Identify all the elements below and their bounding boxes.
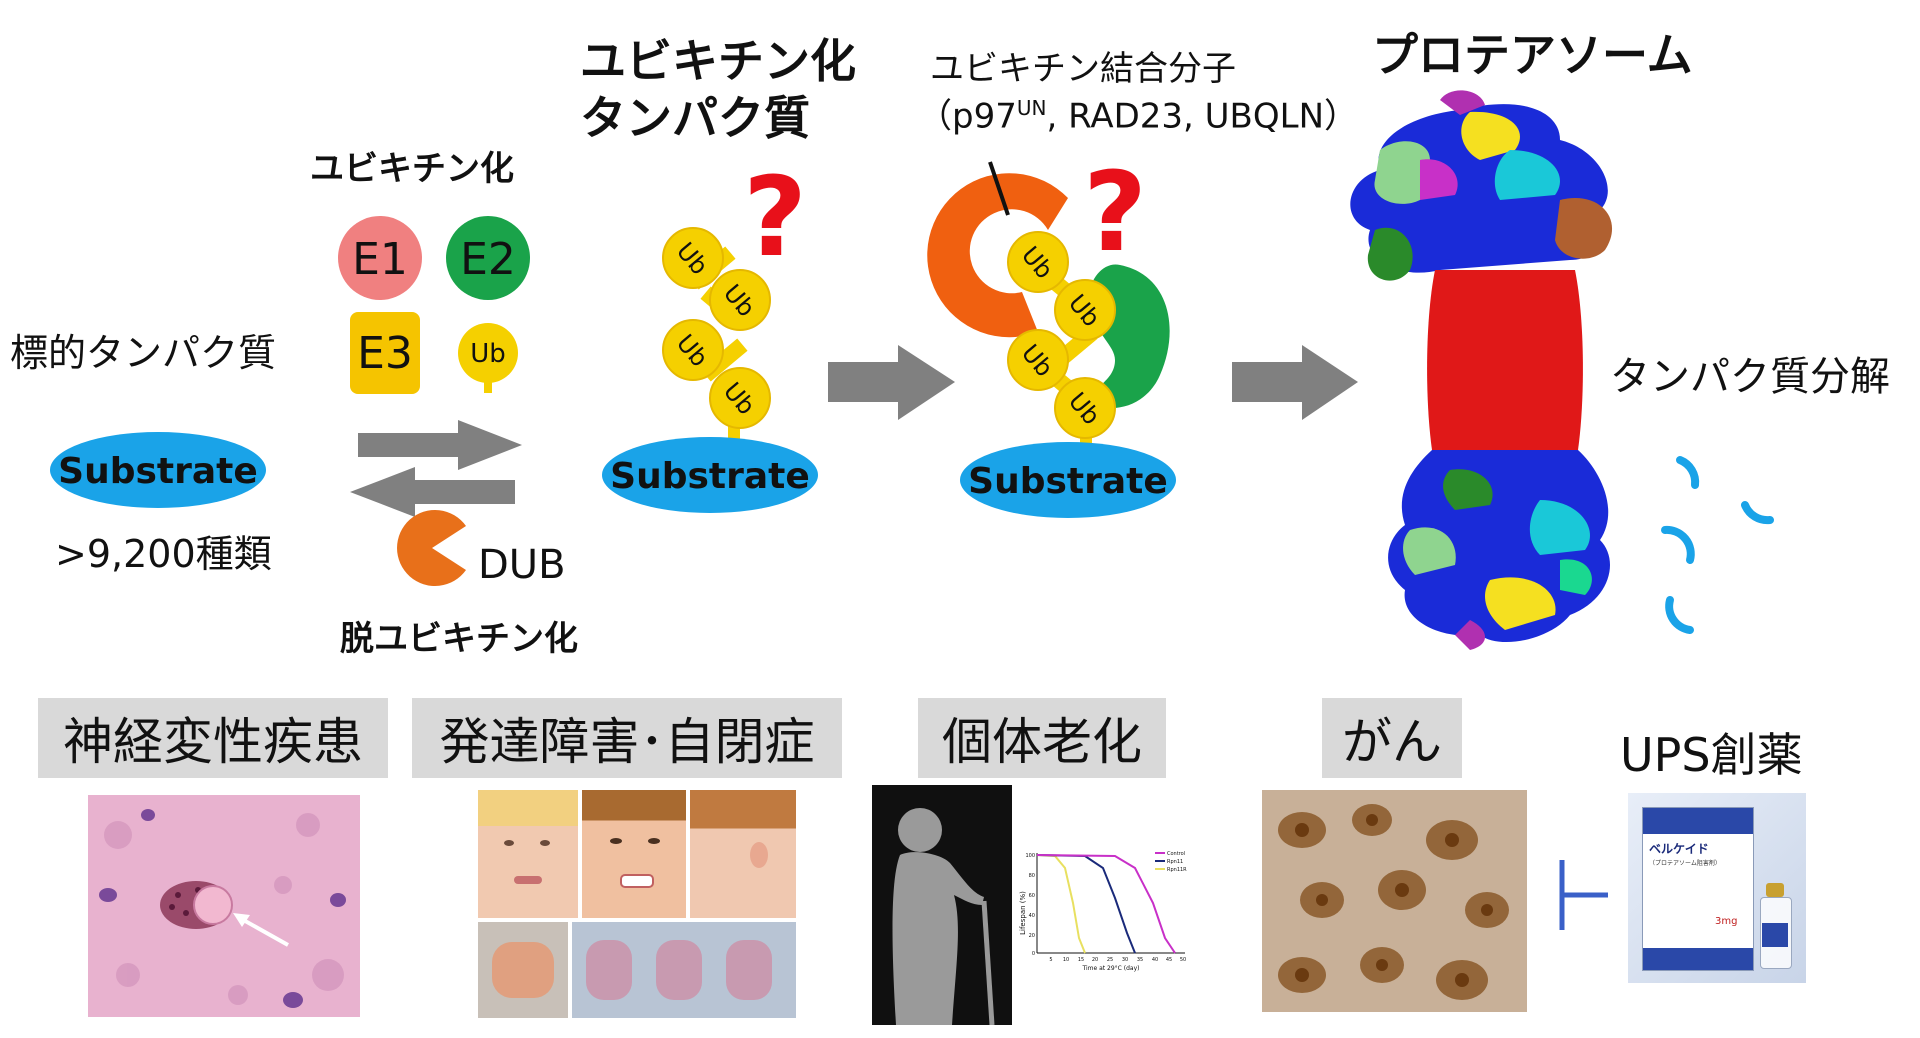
e1-enzyme: E1 — [338, 216, 422, 300]
lifespan-xlabel: Time at 29°C (day) — [1082, 965, 1140, 972]
e3-enzyme: E3 — [350, 312, 420, 394]
y-tick-0: 0 — [1032, 951, 1035, 957]
label-developmental: 発達障害･自閉症 — [412, 698, 842, 778]
inhibition-symbol — [1559, 860, 1608, 930]
ub-binder-orange — [927, 173, 1068, 338]
x-tick-5: 5 — [1049, 957, 1052, 963]
question-mark-2: ? — [1083, 148, 1147, 276]
deubiquitination-label: 脱ユビキチン化 — [340, 619, 578, 659]
ups-drug-image: ベルケイド （プロテアソーム阻害剤） 3mg — [1628, 793, 1806, 983]
label-cancer: がん — [1322, 698, 1462, 778]
x-tick-25: 25 — [1107, 957, 1113, 963]
svg-text:E3: E3 — [357, 328, 413, 379]
svg-text:E2: E2 — [460, 234, 516, 285]
proteasome-structure — [1350, 90, 1613, 650]
cancer-histology-image — [1262, 790, 1527, 1012]
lifespan-chart: Lifespan (%) 100 80 60 40 20 0 5 10 15 2… — [1015, 843, 1190, 973]
ub-chain-1: Ub Ub Ub Ub — [662, 227, 771, 446]
drug-vial — [1756, 883, 1794, 969]
label-neurodegenerative: 神経変性疾患 — [38, 698, 388, 778]
y-tick-80: 80 — [1029, 873, 1035, 879]
aging-silhouette-image — [872, 785, 1012, 1025]
substrate-target: Substrate — [50, 432, 266, 508]
x-tick-30: 30 — [1122, 957, 1128, 963]
question-mark-1: ? — [743, 153, 807, 281]
legend-control: Control — [1167, 851, 1185, 857]
arrow-right-2 — [1232, 345, 1358, 420]
drug-dose: 3mg — [1715, 916, 1738, 927]
drug-subtitle: （プロテアソーム阻害剤） — [1649, 860, 1721, 867]
arrow-right-1 — [828, 345, 955, 420]
proteasome-title: プロテアソーム — [1372, 28, 1693, 82]
photo-feet-f — [572, 922, 796, 1018]
ub-free: Ub — [458, 323, 518, 393]
photo-hand-e — [478, 922, 568, 1018]
e2-enzyme: E2 — [446, 216, 530, 300]
species-count: >9,200種類 — [55, 532, 272, 576]
ub-protein-title-line2: タンパク質 — [580, 91, 810, 145]
degradation-label: タンパク質分解 — [1610, 354, 1890, 400]
x-tick-15: 15 — [1078, 957, 1084, 963]
x-tick-20: 20 — [1092, 957, 1098, 963]
neuro-histology-image — [88, 795, 360, 1017]
target-protein-label: 標的タンパク質 — [10, 331, 277, 375]
binder-title-line1: ユビキチン結合分子 — [930, 49, 1236, 89]
y-tick-40: 40 — [1029, 913, 1035, 919]
x-tick-45: 45 — [1166, 957, 1172, 963]
svg-text:Substrate: Substrate — [968, 461, 1168, 502]
x-tick-35: 35 — [1137, 957, 1143, 963]
drug-brand: ベルケイド — [1649, 842, 1709, 856]
developmental-photos — [478, 790, 796, 1018]
dub-icon — [397, 510, 466, 586]
y-tick-100: 100 — [1025, 853, 1035, 859]
binder-pointer-line — [988, 161, 1010, 216]
legend-rpn11: Rpn11 — [1167, 859, 1183, 865]
dub-label: DUB — [478, 542, 566, 588]
photo-child-d — [690, 790, 796, 918]
ubiquitination-label: ユビキチン化 — [310, 149, 514, 189]
y-tick-60: 60 — [1029, 893, 1035, 899]
binder-title-line2: （p97UN, RAD23, UBQLN） — [918, 96, 1358, 137]
svg-text:Substrate: Substrate — [610, 456, 810, 497]
svg-text:Ub: Ub — [470, 339, 506, 369]
drug-box: ベルケイド （プロテアソーム阻害剤） 3mg — [1642, 807, 1754, 971]
legend-rpn11r: Rpn11R — [1167, 867, 1187, 873]
label-ups-drug: UPS創薬 — [1620, 728, 1803, 782]
photo-child-b — [478, 790, 578, 918]
lifespan-ylabel: Lifespan (%) — [1019, 891, 1027, 935]
ups-pathway-diagram: E1 E2 E3 Ub Substrate Ub Ub Ub — [50, 90, 1774, 650]
degraded-fragments — [1661, 456, 1774, 634]
photo-child-c — [582, 790, 686, 918]
x-tick-10: 10 — [1063, 957, 1069, 963]
series-control — [1036, 854, 1176, 954]
y-tick-20: 20 — [1029, 933, 1035, 939]
equilibrium-arrows — [350, 420, 522, 517]
ub-chain-2: Ub Ub Ub Ub — [1007, 231, 1116, 455]
ub-protein-title-line1: ユビキチン化 — [580, 34, 856, 88]
svg-text:Substrate: Substrate — [58, 451, 258, 492]
svg-text:E1: E1 — [352, 234, 408, 285]
x-tick-50: 50 — [1180, 957, 1186, 963]
x-tick-40: 40 — [1152, 957, 1158, 963]
label-aging: 個体老化 — [918, 698, 1166, 778]
substrate-bound: Substrate — [960, 442, 1176, 518]
substrate-ubiquitinated: Substrate — [602, 437, 818, 513]
